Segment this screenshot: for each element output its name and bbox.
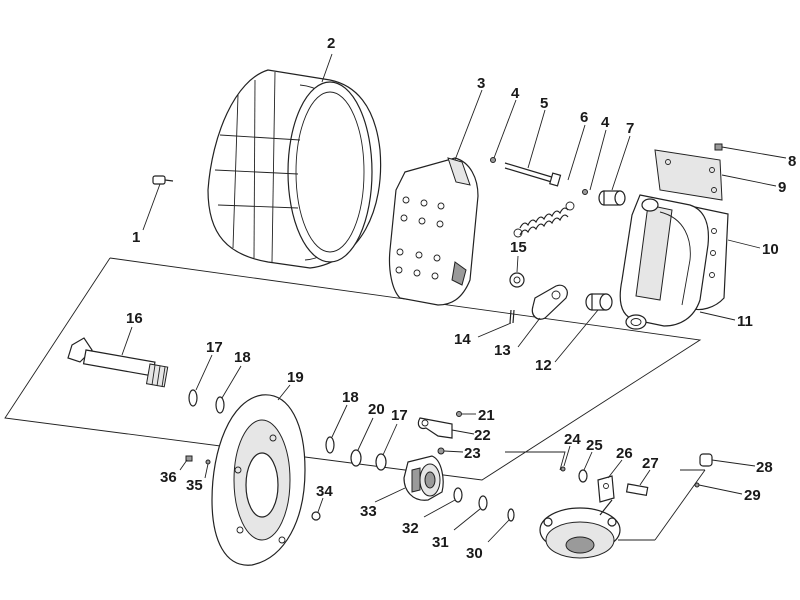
- part-4-pin-left: [490, 157, 496, 163]
- callout-18b: 18: [342, 389, 359, 406]
- callout-4b: 4: [601, 114, 610, 131]
- callout-26: 26: [616, 445, 633, 462]
- assembly-guide-lines: [4, 257, 706, 541]
- callout-5: 5: [540, 95, 548, 112]
- part-32-washer: [453, 487, 463, 503]
- part-15-washer: [509, 272, 525, 288]
- part-17-ring-right: [375, 453, 387, 471]
- part-31-washer: [478, 495, 488, 511]
- callout-4a: 4: [511, 85, 520, 102]
- callout-1: 1: [132, 229, 140, 246]
- leader-lines: [121, 53, 787, 543]
- part-23-nut: [437, 447, 445, 455]
- part-33-slack-adjuster: [403, 455, 444, 501]
- part-14-cotter-pin: [509, 309, 515, 324]
- callout-18a: 18: [234, 349, 251, 366]
- callout-3: 3: [477, 75, 485, 92]
- callout-19: 19: [287, 369, 304, 386]
- callout-32: 32: [402, 520, 419, 537]
- callout-13: 13: [494, 342, 511, 359]
- callout-14: 14: [454, 331, 471, 348]
- part-24-nut: [560, 466, 566, 472]
- callout-9: 9: [778, 179, 786, 196]
- part-28-nut: [699, 453, 713, 467]
- part-35-pin: [205, 459, 211, 465]
- part-11-brake-shoe-assembly: [619, 194, 710, 330]
- part-2-brake-drum: [207, 69, 382, 269]
- part-19-backing-plate: [211, 394, 306, 566]
- callout-22: 22: [474, 427, 491, 444]
- callout-21: 21: [478, 407, 495, 424]
- callout-7: 7: [626, 120, 634, 137]
- callout-17a: 17: [206, 339, 223, 356]
- part-4-pin-right: [582, 189, 588, 195]
- part-29-pin: [694, 482, 700, 488]
- part-18-ring-right: [325, 436, 335, 454]
- callout-28: 28: [756, 459, 773, 476]
- callout-2: 2: [327, 35, 335, 52]
- callout-23: 23: [464, 445, 481, 462]
- part-36-bolt: [185, 455, 193, 462]
- callout-25: 25: [586, 437, 603, 454]
- part-18-ring-left: [215, 396, 225, 414]
- callout-36: 36: [160, 469, 177, 486]
- callout-31: 31: [432, 534, 449, 551]
- part-13-link-plate: [531, 284, 568, 320]
- part-26-clevis: [597, 475, 615, 503]
- part-3-brake-shoe: [388, 157, 479, 306]
- part-12-bushing: [585, 293, 613, 311]
- part-16-camshaft: [67, 337, 169, 388]
- callout-15: 15: [510, 239, 527, 256]
- callout-29: 29: [744, 487, 761, 504]
- callout-33: 33: [360, 503, 377, 520]
- part-25-washer: [578, 469, 588, 483]
- part-34-plug: [311, 511, 321, 521]
- part-21-bolt: [456, 411, 462, 417]
- callout-17b: 17: [391, 407, 408, 424]
- part-7-roller: [598, 190, 626, 206]
- callout-6: 6: [580, 109, 588, 126]
- part-8-rivet: [714, 143, 723, 151]
- callout-labels: 1 2 3 4 5 6 4 7 8 9 10 11 15 14 13 12 16…: [126, 35, 796, 562]
- callout-20: 20: [368, 401, 385, 418]
- part-20-seal-ring: [350, 449, 362, 467]
- callout-24: 24: [564, 431, 581, 448]
- part-6-return-spring: [513, 201, 575, 238]
- brake-chamber: [539, 499, 621, 559]
- callout-30: 30: [466, 545, 483, 562]
- part-9-lining-plate: [654, 149, 723, 201]
- part-1-bolt: [152, 175, 174, 185]
- part-17-ring-left: [188, 389, 198, 407]
- callout-12: 12: [535, 357, 552, 374]
- callout-34: 34: [316, 483, 333, 500]
- part-27-clevis-pin: [625, 483, 649, 497]
- callout-8: 8: [788, 153, 796, 170]
- callout-35: 35: [186, 477, 203, 494]
- callout-16: 16: [126, 310, 143, 327]
- callout-10: 10: [762, 241, 779, 258]
- part-22-bracket: [417, 417, 453, 439]
- callout-11: 11: [737, 313, 753, 330]
- part-5-pivot-pin: [504, 162, 562, 187]
- part-30-clip: [507, 508, 515, 522]
- callout-27: 27: [642, 455, 659, 472]
